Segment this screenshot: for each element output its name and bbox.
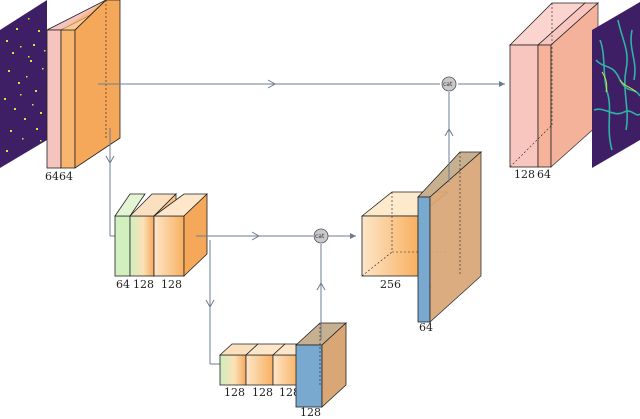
upconv-2-label: 64 bbox=[419, 321, 433, 334]
output-block-label-1: 128 bbox=[514, 168, 535, 181]
encoder-block-2-label-2: 128 bbox=[133, 278, 154, 291]
skip-connection-middle bbox=[196, 231, 356, 241]
input-block: 64 64 bbox=[45, 0, 121, 183]
encoder-block-2-label-1: 64 bbox=[116, 278, 130, 291]
encoder-block-2: 64 128 128 bbox=[114, 193, 208, 291]
input-image bbox=[0, 0, 47, 168]
input-image-specks bbox=[4, 18, 46, 152]
skip-connection-top bbox=[98, 79, 505, 89]
output-image-veins bbox=[593, 19, 640, 151]
decoder-block-2-label-1: 256 bbox=[380, 278, 401, 291]
bottleneck-label-1: 128 bbox=[224, 386, 245, 399]
decoder-block-2: 256 64 bbox=[360, 191, 450, 291]
encoder-block-2-label-3: 128 bbox=[161, 278, 182, 291]
concat-node-top: cat bbox=[441, 76, 457, 92]
up-connection-2 bbox=[444, 92, 454, 182]
bottleneck-label-2: 128 bbox=[252, 386, 273, 399]
output-image bbox=[592, 2, 640, 168]
down-connection-2 bbox=[205, 240, 226, 367]
concat-label-top: cat bbox=[443, 81, 453, 88]
upconv-1-label: 128 bbox=[300, 406, 321, 419]
concat-node-middle: cat bbox=[313, 228, 329, 244]
concat-label-middle: cat bbox=[315, 233, 325, 240]
bottleneck-label-3: 128 bbox=[279, 386, 300, 399]
output-block: 128 64 bbox=[509, 2, 600, 181]
input-block-label-1: 64 bbox=[45, 170, 59, 183]
output-block-label-2: 64 bbox=[537, 168, 551, 181]
up-connection-1 bbox=[316, 244, 326, 340]
output-image-highlights bbox=[601, 71, 637, 93]
input-block-label-2: 64 bbox=[59, 170, 73, 183]
